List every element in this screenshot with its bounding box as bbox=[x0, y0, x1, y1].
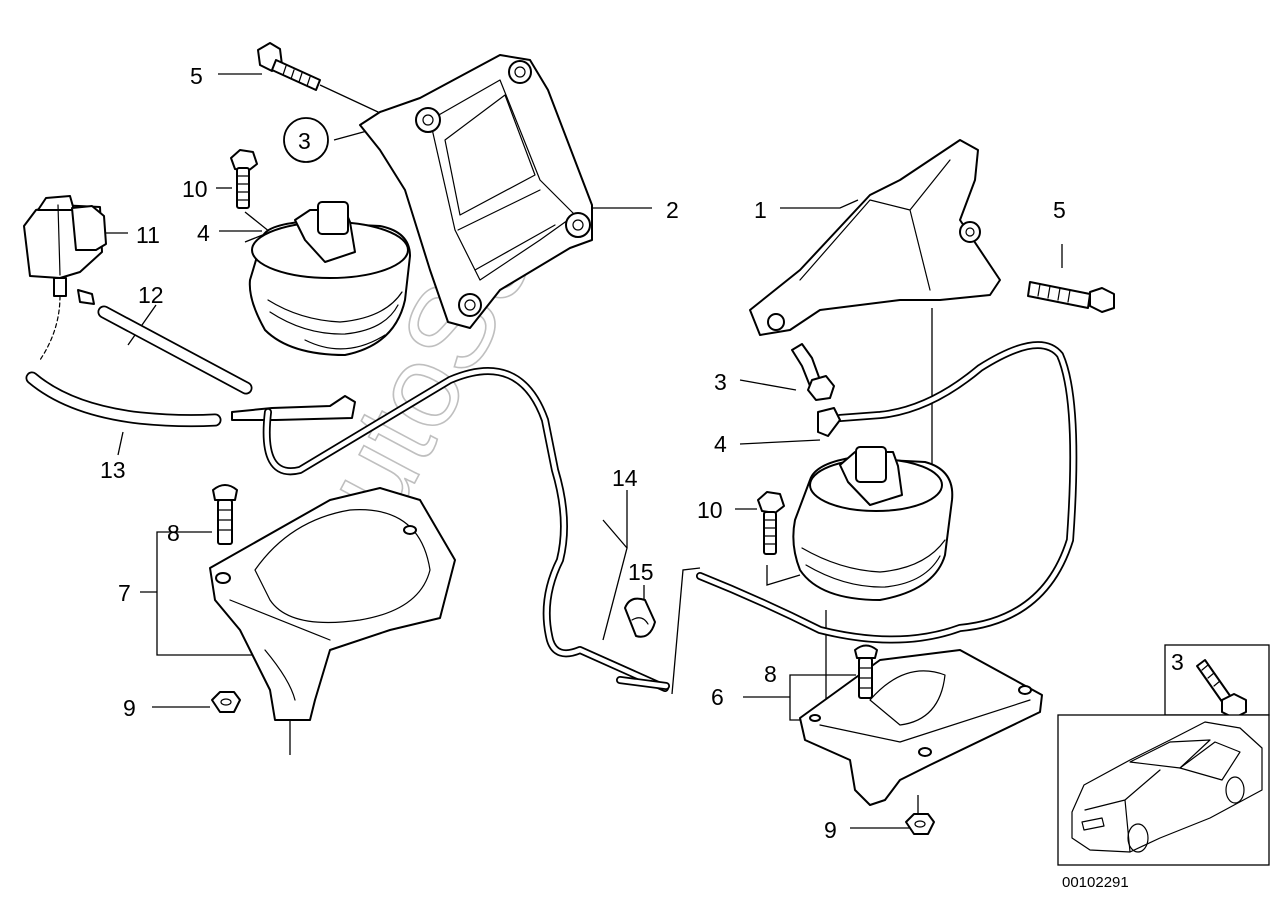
hose-12 bbox=[97, 305, 253, 395]
callout-1: 1 bbox=[754, 197, 767, 223]
callout-8-right: 8 bbox=[764, 661, 777, 687]
bolt-5-top bbox=[257, 42, 321, 91]
callout-3-inset: 3 bbox=[1171, 649, 1184, 675]
callout-13: 13 bbox=[100, 457, 126, 483]
bolt-5-right bbox=[1027, 281, 1115, 313]
callout-3-right: 3 bbox=[714, 369, 727, 395]
callout-5: 5 bbox=[190, 63, 203, 89]
nut-9-right bbox=[905, 813, 935, 835]
engine-bracket-2 bbox=[359, 54, 593, 329]
callout-5-right: 5 bbox=[1053, 197, 1066, 223]
stud-8-left bbox=[212, 484, 238, 545]
callout-3: 3 bbox=[298, 128, 311, 154]
bolt-icon bbox=[1196, 659, 1247, 719]
callout-7: 7 bbox=[118, 580, 131, 606]
vacuum-hose-13 bbox=[25, 295, 356, 428]
callout-labels: 5 3 10 4 11 12 13 2 1 5 3 4 10 14 15 8 7… bbox=[100, 63, 1184, 891]
solenoid-valve-11 bbox=[23, 195, 107, 305]
engine-mount-4-right bbox=[792, 446, 954, 601]
callout-8-left: 8 bbox=[167, 520, 180, 546]
inset-car-box bbox=[1057, 714, 1270, 866]
bolt-3-right bbox=[791, 343, 835, 401]
engine-support-7 bbox=[209, 487, 456, 721]
callout-2: 2 bbox=[666, 197, 679, 223]
figure-number: 00102291 bbox=[1062, 874, 1129, 891]
callout-6: 6 bbox=[711, 684, 724, 710]
callout-14: 14 bbox=[612, 465, 638, 491]
engine-mount-4-left bbox=[248, 201, 411, 356]
car-silhouette-icon bbox=[1071, 721, 1263, 853]
stud-8-right bbox=[854, 644, 878, 699]
callout-10-right: 10 bbox=[697, 497, 723, 523]
callout-4-right: 4 bbox=[714, 431, 727, 457]
callout-12: 12 bbox=[138, 282, 164, 308]
callout-15: 15 bbox=[628, 559, 654, 585]
callout-9-left: 9 bbox=[123, 695, 136, 721]
vacuum-line bbox=[262, 341, 1078, 692]
callout-4: 4 bbox=[197, 220, 210, 246]
callout-9-right: 9 bbox=[824, 817, 837, 843]
engine-bracket-1 bbox=[749, 139, 1001, 336]
engine-support-6 bbox=[799, 649, 1043, 806]
callout-10: 10 bbox=[182, 176, 208, 202]
hose-14 bbox=[616, 676, 670, 690]
callout-3-circled bbox=[283, 117, 329, 163]
callout-11: 11 bbox=[136, 222, 160, 248]
clip-15 bbox=[624, 597, 656, 638]
bolt-10-right bbox=[757, 491, 785, 555]
nut-9-left bbox=[211, 691, 241, 713]
bolt-10-left bbox=[230, 149, 258, 209]
